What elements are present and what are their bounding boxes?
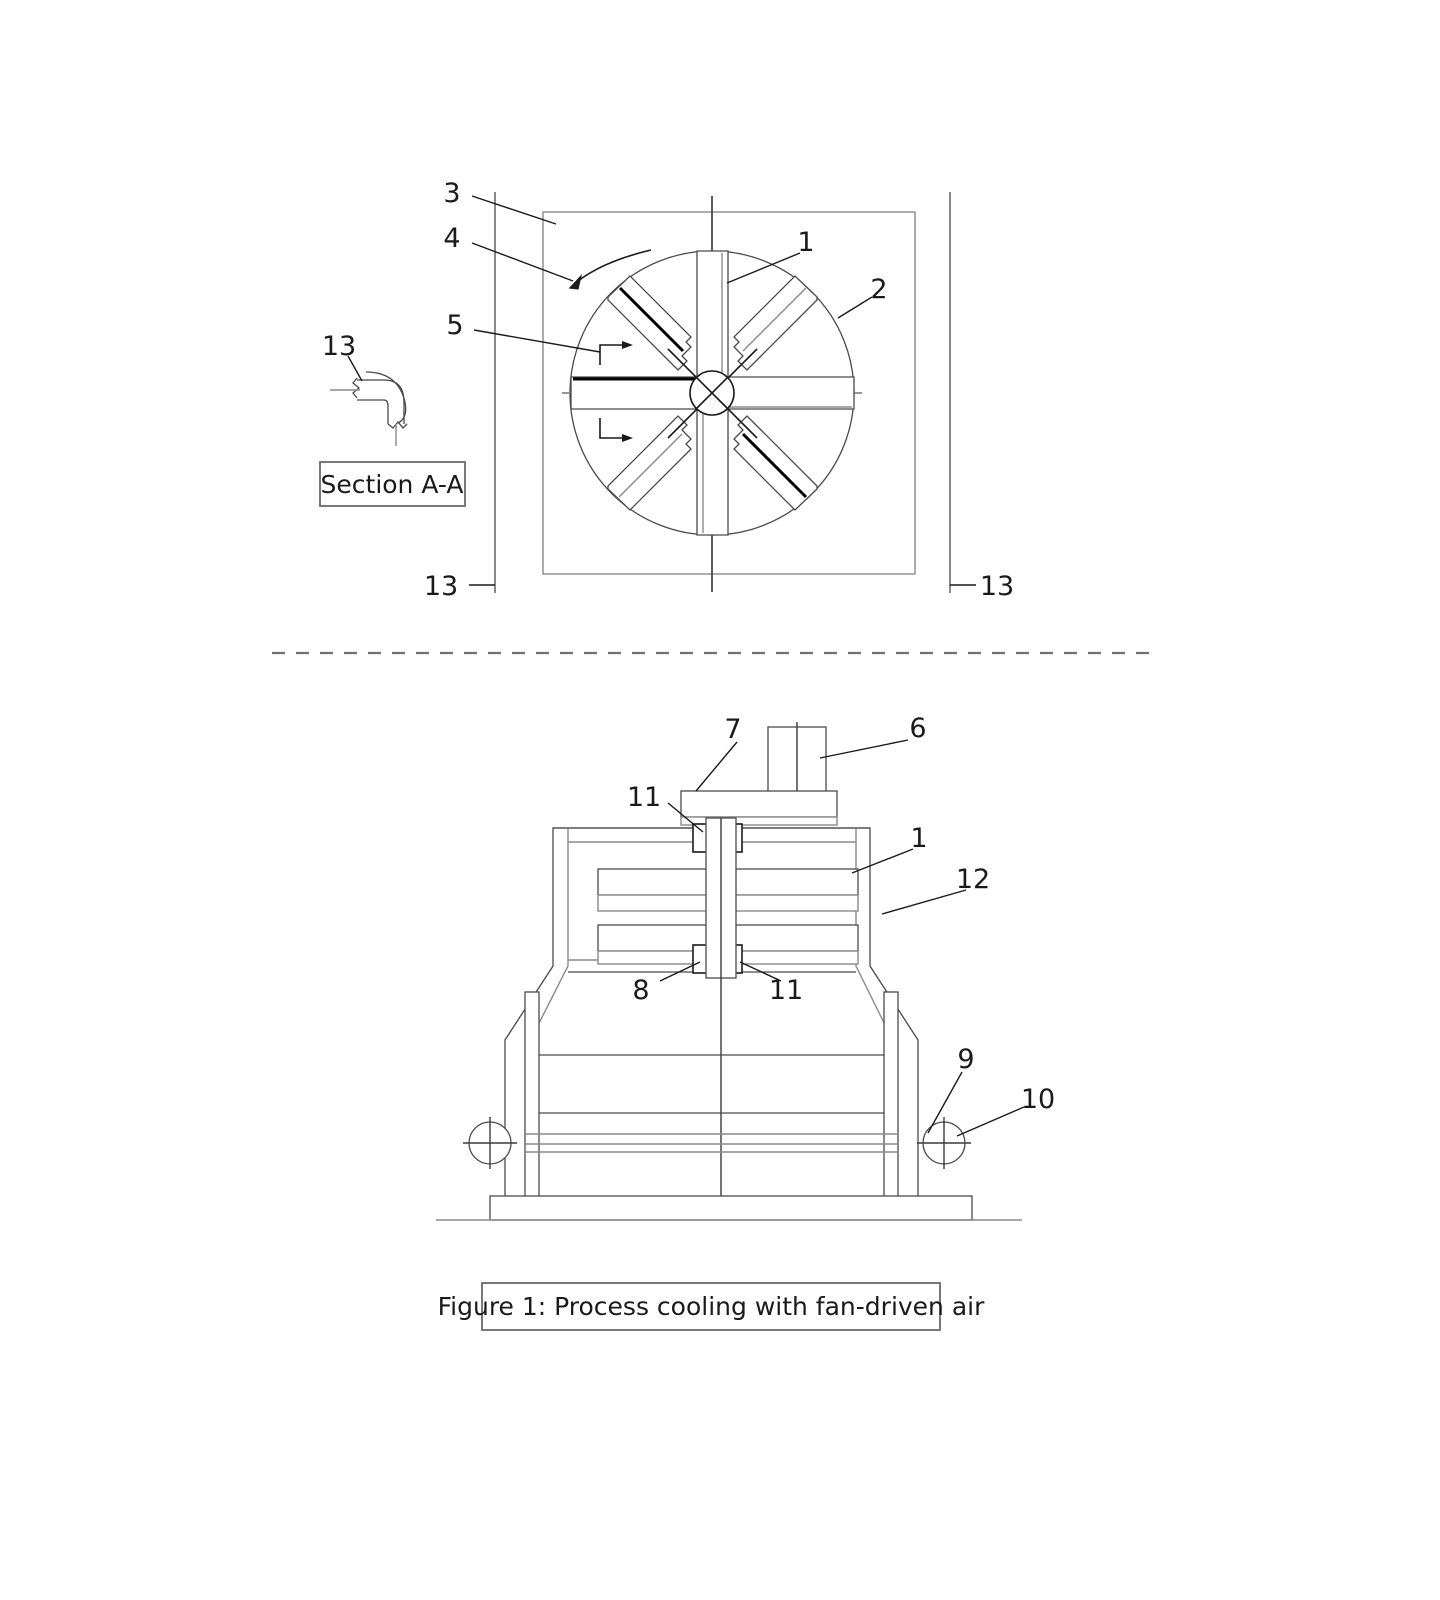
callout-5: 5 (446, 310, 463, 341)
leader-11-lower (739, 961, 782, 982)
support-column-right (883, 991, 899, 1206)
leader-5 (473, 329, 601, 353)
fan-hub (667, 348, 758, 439)
plan-view-group (319, 192, 976, 593)
support-column-left (524, 991, 540, 1206)
leader-1-top (726, 252, 801, 284)
callout-6: 6 (909, 713, 926, 744)
callout-4: 4 (443, 223, 460, 254)
callout-11-lower: 11 (769, 975, 803, 1006)
fan-blade-down (696, 405, 729, 536)
callout-12: 12 (956, 864, 990, 895)
motor-mount-plate (680, 790, 838, 818)
pipe-elbow-detail (330, 371, 408, 446)
leader-6 (819, 739, 909, 759)
leader-11-upper (667, 802, 704, 833)
section-cut-mark-lower (599, 418, 633, 442)
leader-3 (471, 195, 557, 225)
process-fluid-nozzle-right (917, 1117, 971, 1169)
callout-3: 3 (443, 178, 460, 209)
callout-11-upper: 11 (627, 782, 661, 813)
leader-4 (471, 242, 574, 282)
rotation-direction-arrow (568, 249, 652, 290)
fan-blade-section-right (727, 868, 859, 965)
figure-caption-text: Figure 1: Process cooling with fan-drive… (438, 1292, 986, 1321)
section-label-box (319, 461, 466, 507)
leader-2 (837, 296, 873, 319)
fan-blade-right (724, 376, 855, 410)
leader-9 (927, 1071, 963, 1134)
leader-12 (881, 889, 967, 915)
figure-caption-box (481, 1282, 941, 1331)
elevation-view-group (436, 722, 1025, 1331)
callout-10: 10 (1021, 1084, 1055, 1115)
leader-10 (956, 1106, 1025, 1137)
leader-8 (659, 961, 701, 982)
process-fluid-nozzle-left (463, 1117, 517, 1169)
callout-9: 9 (957, 1044, 974, 1075)
fan-blade-up (696, 250, 729, 381)
callout-13-left: 13 (424, 571, 458, 602)
callout-13-detail: 13 (322, 331, 356, 362)
fan-blade-upper-right (733, 275, 818, 371)
section-label-text: Section A-A (321, 470, 464, 499)
leader-13-detail (347, 355, 363, 382)
section-cut-mark-upper (599, 341, 633, 365)
callout-7: 7 (724, 714, 741, 745)
callout-13-right: 13 (980, 571, 1014, 602)
leader-7 (695, 741, 738, 792)
callout-text-layer: 3 4 5 1 2 13 13 13 7 6 11 1 12 8 11 9 10… (321, 178, 1056, 1321)
callout-8: 8 (632, 975, 649, 1006)
leader-1-bottom (851, 848, 914, 874)
callout-2: 2 (870, 274, 887, 305)
fan-blade-lower-left (607, 415, 692, 511)
base-plate (489, 1195, 973, 1221)
callout-1-top: 1 (797, 227, 814, 258)
hub-clamp-upper-left (692, 823, 708, 853)
hub-clamp-lower-left (692, 944, 708, 974)
motor-mount-shim (680, 816, 838, 826)
fan-blade-lower-right (733, 415, 818, 511)
fan-blade-upper-left (607, 275, 692, 371)
callout-1-bottom: 1 (910, 823, 927, 854)
fan-blade-left (570, 376, 701, 410)
